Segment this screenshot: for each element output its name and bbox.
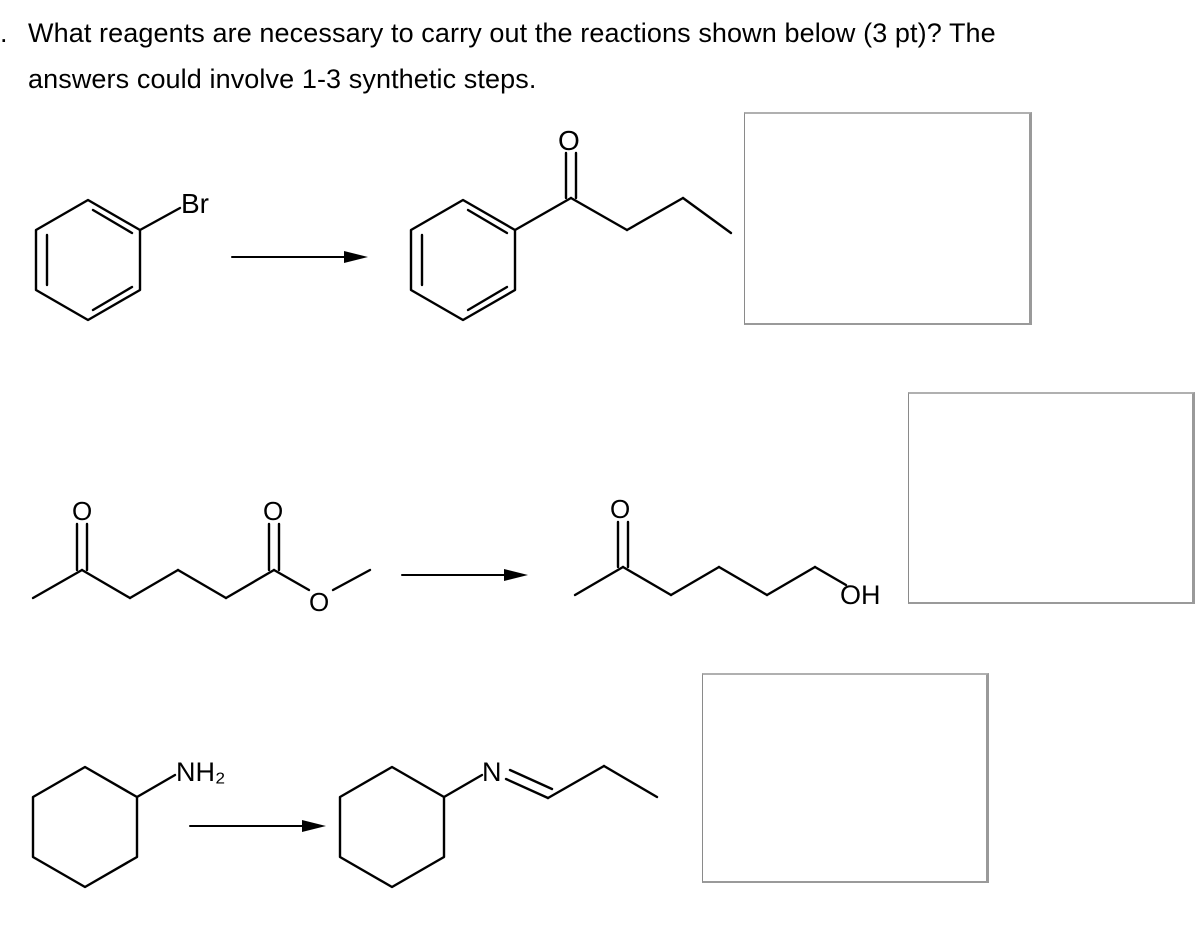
imine-nitrogen-label: N	[482, 757, 502, 787]
reaction-1: Br O	[34, 125, 733, 322]
reaction-2-reactant-ketoester: O O O	[31, 496, 372, 617]
reaction-2: O O O O OH	[31, 494, 881, 617]
reaction-1-arrow	[231, 251, 368, 263]
product-ketone-oxygen-label: O	[610, 494, 630, 524]
question-line-2: answers could involve 1-3 synthetic step…	[28, 64, 537, 94]
question-line-1: .What reagents are necessary to carry ou…	[0, 10, 1180, 56]
question-number: .	[0, 18, 8, 48]
reaction-3-reactant-cyclohexylamine: NH₂	[31, 757, 225, 889]
answer-box-1[interactable]	[744, 112, 1032, 325]
reaction-1-reactant-benzyl-bromide: Br	[34, 188, 209, 322]
question-text: .What reagents are necessary to carry ou…	[0, 10, 1180, 102]
hydroxyl-label: OH	[840, 580, 881, 610]
amine-label: NH₂	[176, 757, 225, 787]
answer-box-2[interactable]	[908, 392, 1195, 604]
ester-carbonyl-oxygen-label: O	[263, 496, 283, 526]
ketone-oxygen-label: O	[72, 496, 92, 526]
reaction-2-product-hydroxyketone: O OH	[573, 494, 881, 610]
reaction-3-arrow	[189, 820, 326, 832]
bromine-label: Br	[181, 188, 209, 219]
carbonyl-oxygen-label: O	[558, 125, 580, 156]
answer-box-3[interactable]	[702, 673, 989, 883]
reaction-1-product-propiophenone: O	[409, 125, 733, 322]
reaction-3-product-imine: N	[338, 757, 659, 889]
ester-oxygen-label: O	[309, 587, 329, 617]
reaction-3: NH₂ N	[31, 757, 659, 889]
reaction-2-arrow	[401, 569, 528, 581]
